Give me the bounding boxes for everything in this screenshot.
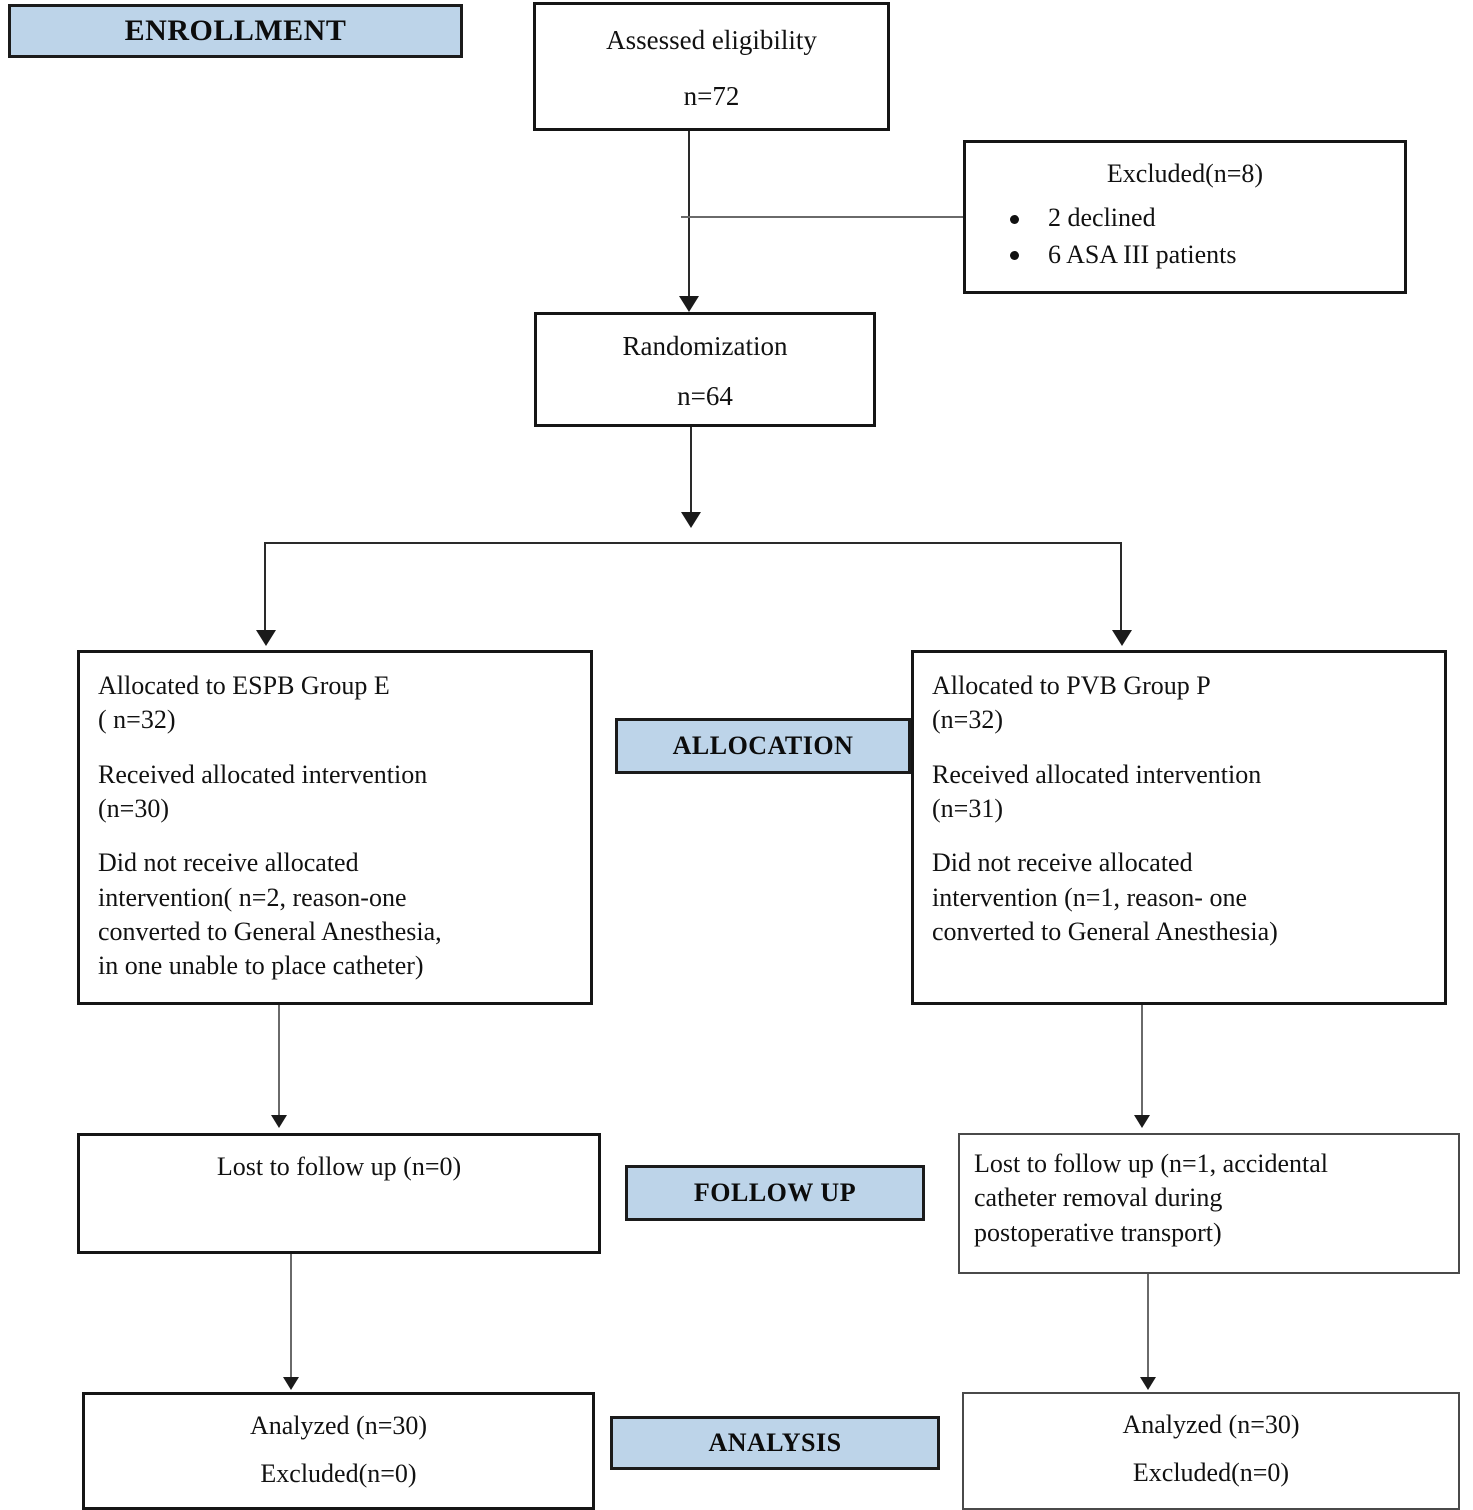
alloc-left-line3: Received allocated intervention xyxy=(98,759,428,789)
spacer xyxy=(551,365,859,379)
node-analyzed-pvb: Analyzed (n=30) Excluded(n=0) xyxy=(962,1392,1460,1510)
connector-split-to-alloc-left xyxy=(264,542,266,634)
spacer xyxy=(98,738,572,758)
node-followup-pvb: Lost to follow up (n=1, accidental cathe… xyxy=(958,1133,1460,1274)
alloc-left-line6: intervention( n=2, reason-one xyxy=(98,882,407,912)
node-allocation-pvb: Allocated to PVB Group P (n=32) Received… xyxy=(911,650,1447,1005)
excluded-reason-list: 2 declined 6 ASA III patients xyxy=(980,201,1390,272)
analyzed-left-line2: Excluded(n=0) xyxy=(260,1459,417,1489)
stage-label-analysis: ANALYSIS xyxy=(610,1416,940,1470)
alloc-right-line7: converted to General Anesthesia) xyxy=(932,916,1278,946)
connector-followup-left-to-analyzed xyxy=(290,1254,292,1379)
connector-assessed-to-excluded xyxy=(681,216,964,218)
alloc-left-line7: converted to General Anesthesia, xyxy=(98,916,442,946)
connector-split-to-alloc-right xyxy=(1120,542,1122,634)
node-assessed-eligibility: Assessed eligibility n=72 xyxy=(533,2,890,131)
arrowhead-split xyxy=(681,512,701,528)
assessed-eligibility-line1: Assessed eligibility xyxy=(606,25,817,55)
followup-right-line1: Lost to follow up (n=1, accidental xyxy=(974,1149,1329,1178)
assessed-eligibility-count: n=72 xyxy=(683,80,740,111)
alloc-right-line3: Received allocated intervention xyxy=(932,759,1262,789)
excluded-reason-item: 2 declined xyxy=(1010,201,1390,235)
alloc-left-line8: in one unable to place catheter) xyxy=(98,951,424,981)
alloc-right-line4: (n=31) xyxy=(932,793,1003,823)
spacer xyxy=(932,826,1426,846)
spacer xyxy=(550,59,873,79)
connector-randomization-down xyxy=(690,427,692,517)
excluded-title: Excluded(n=8) xyxy=(1106,159,1264,188)
alloc-right-line6: intervention (n=1, reason- one xyxy=(932,882,1248,912)
alloc-left-line4: (n=30) xyxy=(98,793,169,823)
alloc-right-line1: Allocated to PVB Group P xyxy=(932,671,1211,700)
node-followup-espb: Lost to follow up (n=0) xyxy=(77,1133,601,1254)
spacer xyxy=(932,738,1426,758)
randomization-count: n=64 xyxy=(677,380,733,411)
analyzed-right-line1: Analyzed (n=30) xyxy=(1122,1410,1300,1439)
connector-assessed-to-randomization xyxy=(688,131,690,298)
arrowhead-followup-right xyxy=(1134,1115,1150,1128)
arrowhead-analyzed-left xyxy=(283,1377,299,1390)
stage-label-enrollment: ENROLLMENT xyxy=(8,4,463,58)
arrowhead-alloc-right xyxy=(1112,630,1132,646)
stage-label-analysis-text: ANALYSIS xyxy=(708,1428,842,1457)
spacer xyxy=(978,1442,1444,1456)
connector-alloc-left-to-followup xyxy=(278,1005,280,1117)
excluded-reason-item: 6 ASA III patients xyxy=(1010,238,1390,272)
followup-left-line1: Lost to follow up (n=0) xyxy=(216,1152,462,1181)
arrowhead-alloc-left xyxy=(256,630,276,646)
spacer xyxy=(98,826,572,846)
arrowhead-analyzed-right xyxy=(1140,1377,1156,1390)
alloc-right-line5: Did not receive allocated xyxy=(932,848,1193,878)
followup-right-line2: catheter removal during xyxy=(974,1183,1223,1213)
node-allocation-espb: Allocated to ESPB Group E ( n=32) Receiv… xyxy=(77,650,593,1005)
analyzed-right-line2: Excluded(n=0) xyxy=(1132,1458,1290,1488)
node-randomization: Randomization n=64 xyxy=(534,312,876,427)
stage-label-enrollment-text: ENROLLMENT xyxy=(124,14,347,47)
node-analyzed-espb: Analyzed (n=30) Excluded(n=0) xyxy=(82,1392,595,1510)
connector-followup-right-to-analyzed xyxy=(1147,1274,1149,1379)
node-excluded: Excluded(n=8) 2 declined 6 ASA III patie… xyxy=(963,140,1407,294)
connector-alloc-right-to-followup xyxy=(1141,1005,1143,1117)
alloc-right-line2: (n=32) xyxy=(932,705,1003,735)
stage-label-allocation: ALLOCATION xyxy=(615,718,911,774)
alloc-left-line5: Did not receive allocated xyxy=(98,848,359,878)
arrowhead-followup-left xyxy=(271,1115,287,1128)
connector-split-bar xyxy=(264,542,1122,544)
stage-label-follow-up-text: FOLLOW UP xyxy=(693,1178,857,1207)
randomization-line1: Randomization xyxy=(622,331,788,361)
arrowhead-randomization xyxy=(679,296,699,312)
spacer xyxy=(99,1443,578,1457)
analyzed-left-line1: Analyzed (n=30) xyxy=(249,1411,428,1440)
followup-right-line3: postoperative transport) xyxy=(974,1217,1222,1247)
stage-label-allocation-text: ALLOCATION xyxy=(672,731,854,760)
alloc-left-line2: ( n=32) xyxy=(98,705,176,735)
stage-label-follow-up: FOLLOW UP xyxy=(625,1165,925,1221)
alloc-left-line1: Allocated to ESPB Group E xyxy=(98,671,390,700)
